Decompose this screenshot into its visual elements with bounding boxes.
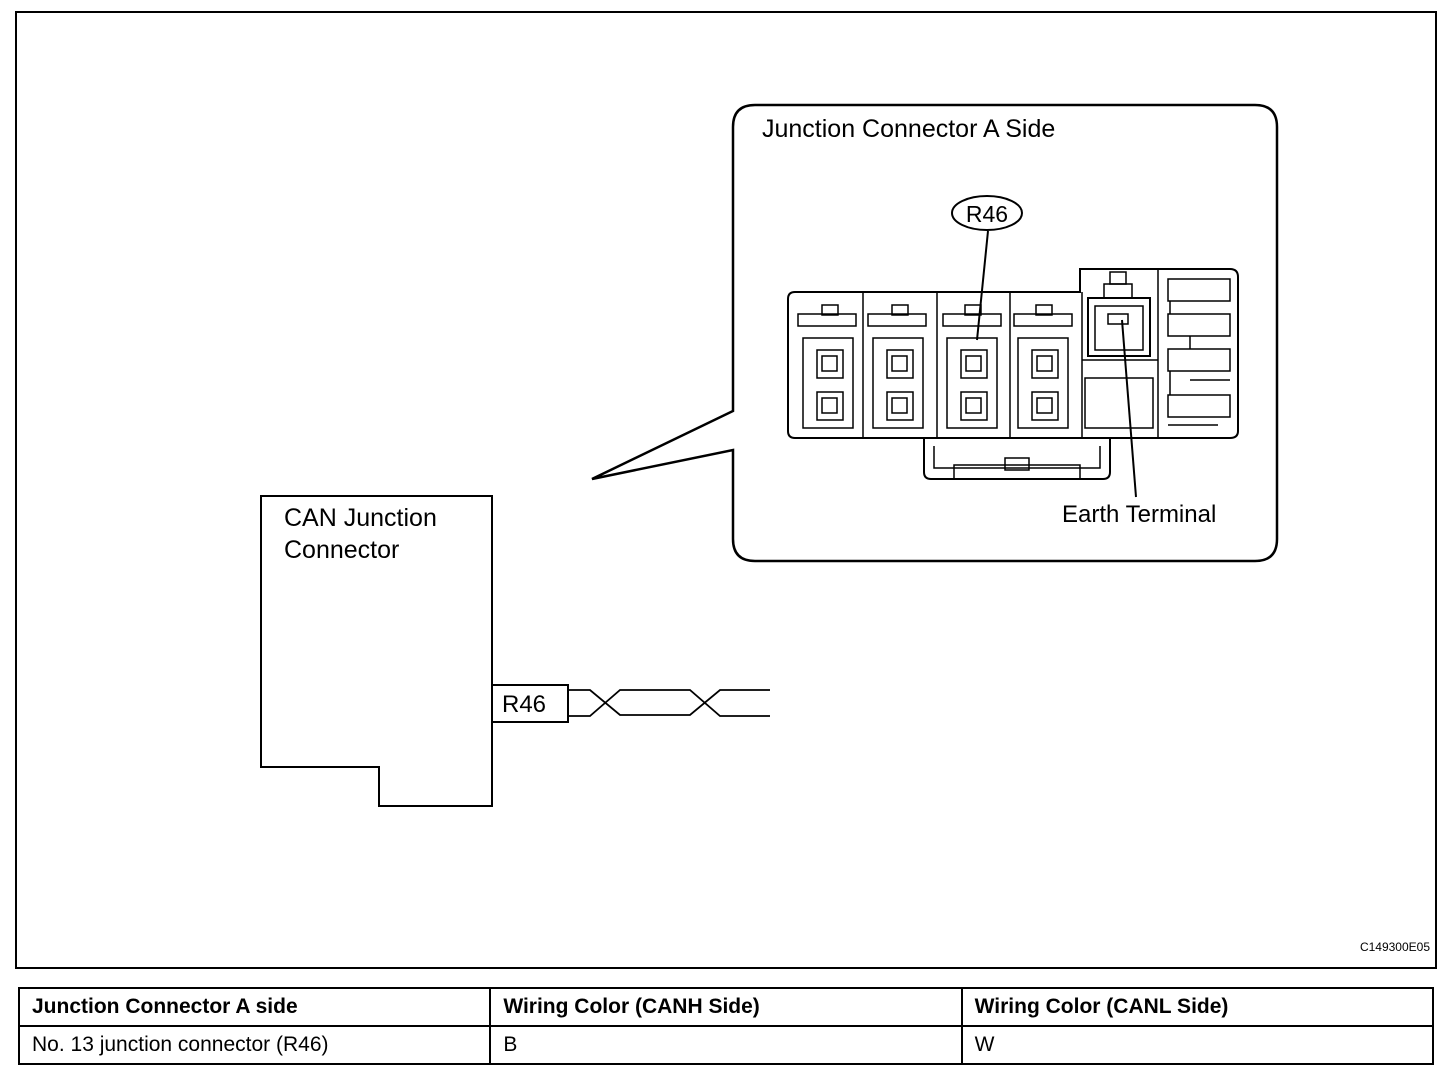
diagram-frame [15,11,1437,969]
can-box-label-line2: Connector [284,536,399,564]
cell-canl-color: W [960,1025,1435,1065]
plug-r46-box [491,684,569,723]
wiring-color-table: Junction Connector A side Wiring Color (… [17,987,1435,1065]
connector-tag-label: R46 [966,201,1008,227]
connector-tag-oval [951,195,1023,231]
can-junction-box [260,495,493,807]
earth-leader-line [1121,319,1137,498]
header-junction-connector: Junction Connector A side [17,987,492,1027]
wiring-diagram: Junction Connector A Side R46 [15,11,1437,969]
twisted-pair-wires [568,689,770,717]
cell-canh-color: B [489,1025,963,1065]
callout-title: Junction Connector A Side [762,115,1055,143]
plug-r46-label: R46 [502,691,546,718]
table-header-row: Junction Connector A side Wiring Color (… [17,987,1435,1027]
tag-leader-line [976,230,989,341]
connector-face [787,268,1239,480]
figure-code: C149300E05 [1360,940,1430,954]
table-row: No. 13 junction connector (R46) B W [17,1025,1435,1065]
earth-terminal-label: Earth Terminal [1062,501,1216,528]
header-canh-color: Wiring Color (CANH Side) [489,987,963,1027]
callout-bubble [591,103,1279,563]
can-box-label-line1: CAN Junction [284,504,437,532]
header-canl-color: Wiring Color (CANL Side) [960,987,1435,1027]
cell-connector-name: No. 13 junction connector (R46) [17,1025,492,1065]
